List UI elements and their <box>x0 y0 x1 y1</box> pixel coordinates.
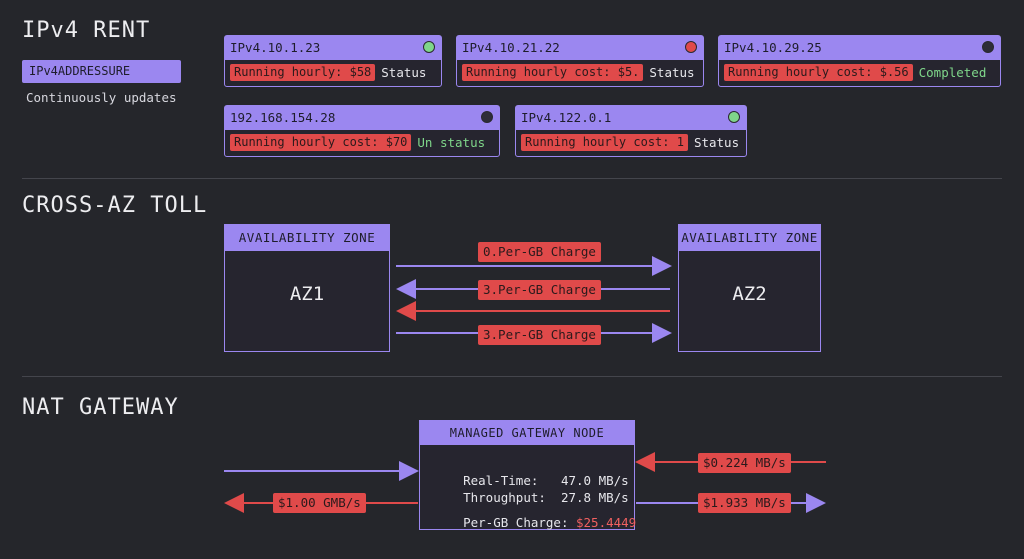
status-label: Status <box>693 135 740 150</box>
throughput-label: Throughput: <box>463 490 546 505</box>
ip-card-header: 192.168.154.28 <box>225 106 499 130</box>
left-outbound-rate-badge: $1.00 GMB/s <box>273 493 366 513</box>
status-label: Completed <box>918 65 987 80</box>
ip-address: IPv4.10.29.25 <box>724 40 822 55</box>
hourly-cost-badge: Running hourly cost: $5. <box>462 64 644 81</box>
section-divider <box>22 178 1002 179</box>
per-gb-label: Per-GB Charge: <box>463 515 569 530</box>
per-gb-charge-badge: 3.Per-GB Charge <box>478 325 601 345</box>
ip-card-header: IPv4.122.0.1 <box>516 106 746 130</box>
zone-header: AVAILABILITY ZONE <box>225 225 389 251</box>
ip-card[interactable]: IPv4.122.0.1 Running hourly cost: 1 Stat… <box>515 105 747 157</box>
ip-address: IPv4.122.0.1 <box>521 110 612 125</box>
per-gb-charge-badge: 3.Per-GB Charge <box>478 280 601 300</box>
status-label: Status <box>649 65 695 80</box>
status-dot-icon <box>982 41 994 53</box>
hourly-cost-badge: Running hourly cost: 1 <box>521 134 688 151</box>
section-divider <box>22 376 1002 377</box>
status-label: Un status <box>417 135 486 150</box>
zone-header: AVAILABILITY ZONE <box>679 225 820 251</box>
hourly-cost-badge: Running hourly cost: $70 <box>230 134 412 151</box>
realtime-value: 47.0 MB/s <box>560 473 629 488</box>
ip-card-header: IPv4.10.1.23 <box>225 36 441 60</box>
gateway-header: MANAGED GATEWAY NODE <box>420 421 634 445</box>
zone-name: AZ2 <box>732 283 767 305</box>
throughput-value: 27.8 MB/s <box>560 490 629 505</box>
continuous-updates-note: Continuously updates <box>26 90 177 105</box>
right-inbound-rate-badge: $0.224 MB/s <box>698 453 791 473</box>
availability-zone-az2[interactable]: AVAILABILITY ZONE AZ2 <box>678 224 821 352</box>
status-label: Status <box>381 65 427 80</box>
right-outbound-rate-badge: $1.933 MB/s <box>698 493 791 513</box>
realtime-label: Real-Time: <box>463 473 539 488</box>
ip-address: 192.168.154.28 <box>230 110 336 125</box>
per-gb-value: $25.4449 <box>576 515 637 530</box>
ip-address: IPv4.10.1.23 <box>230 40 321 55</box>
zone-name: AZ1 <box>289 283 325 305</box>
ip-card-header: IPv4.10.29.25 <box>719 36 1000 60</box>
hourly-cost-badge: Running hourly cost: $.56 <box>724 64 913 81</box>
ip-address: IPv4.10.21.22 <box>462 40 560 55</box>
nat-section-title: NAT GATEWAY <box>22 395 179 420</box>
ip-card[interactable]: IPv4.10.21.22 Running hourly cost: $5. S… <box>456 35 704 87</box>
hourly-cost-badge: Running hourly: $58 <box>230 64 376 81</box>
status-dot-icon <box>481 111 493 123</box>
ip-card[interactable]: IPv4.10.1.23 Running hourly: $58 Status <box>224 35 442 87</box>
ip-card[interactable]: 192.168.154.28 Running hourly cost: $70 … <box>224 105 500 157</box>
availability-zone-az1[interactable]: AVAILABILITY ZONE AZ1 <box>224 224 390 352</box>
status-dot-icon <box>423 41 435 53</box>
ip-card-header: IPv4.10.21.22 <box>457 36 703 60</box>
cross-az-section-title: CROSS-AZ TOLL <box>22 193 208 218</box>
ipv4-address-tag[interactable]: IPv4ADDRESSURE <box>22 60 181 83</box>
status-dot-icon <box>728 111 740 123</box>
per-gb-charge-badge: 0.Per-GB Charge <box>478 242 601 262</box>
ipv4-section-title: IPv4 RENT <box>22 18 151 43</box>
status-dot-icon <box>685 41 697 53</box>
ip-card[interactable]: IPv4.10.29.25 Running hourly cost: $.56 … <box>718 35 1001 87</box>
managed-gateway-node[interactable]: MANAGED GATEWAY NODE Real-Time: 47.0 MB/… <box>419 420 637 530</box>
